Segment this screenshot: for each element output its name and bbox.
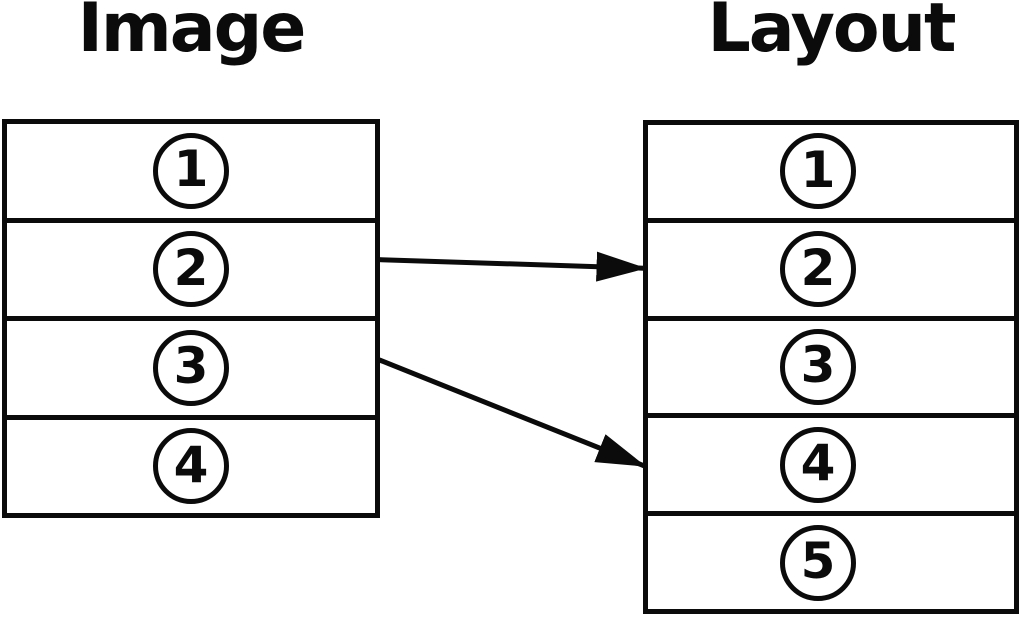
image-title: Image: [77, 0, 307, 68]
image-row-3: 3: [7, 321, 375, 420]
image-row-4: 4: [7, 420, 375, 514]
layout-title: Layout: [707, 0, 956, 68]
layout-row-4: 4: [648, 418, 1014, 517]
layout-circled-number-5: 5: [780, 524, 856, 601]
layout-circled-number-4: 4: [780, 426, 856, 503]
layout-circled-number-1: 1: [780, 133, 856, 210]
arrow-image-2-to-layout-2: [377, 251, 647, 282]
layout-row-5: 5: [648, 516, 1014, 609]
layout-row-2: 2: [648, 223, 1014, 321]
layout-circled-number-2: 2: [780, 231, 856, 308]
image-stack: 1 2 3 4: [2, 119, 380, 518]
image-row-2: 2: [7, 223, 375, 321]
image-circled-number-3: 3: [153, 329, 229, 406]
image-circled-number-4: 4: [153, 428, 229, 505]
image-circled-number-1: 1: [153, 132, 229, 209]
layout-circled-number-3: 3: [780, 328, 856, 405]
arrow-image-3-to-layout-4: [377, 357, 647, 469]
layout-stack: 1 2 3 4 5: [643, 120, 1019, 614]
image-circled-number-2: 2: [153, 231, 229, 308]
layout-row-1: 1: [648, 125, 1014, 223]
layout-row-3: 3: [648, 321, 1014, 419]
image-row-1: 1: [7, 124, 375, 223]
